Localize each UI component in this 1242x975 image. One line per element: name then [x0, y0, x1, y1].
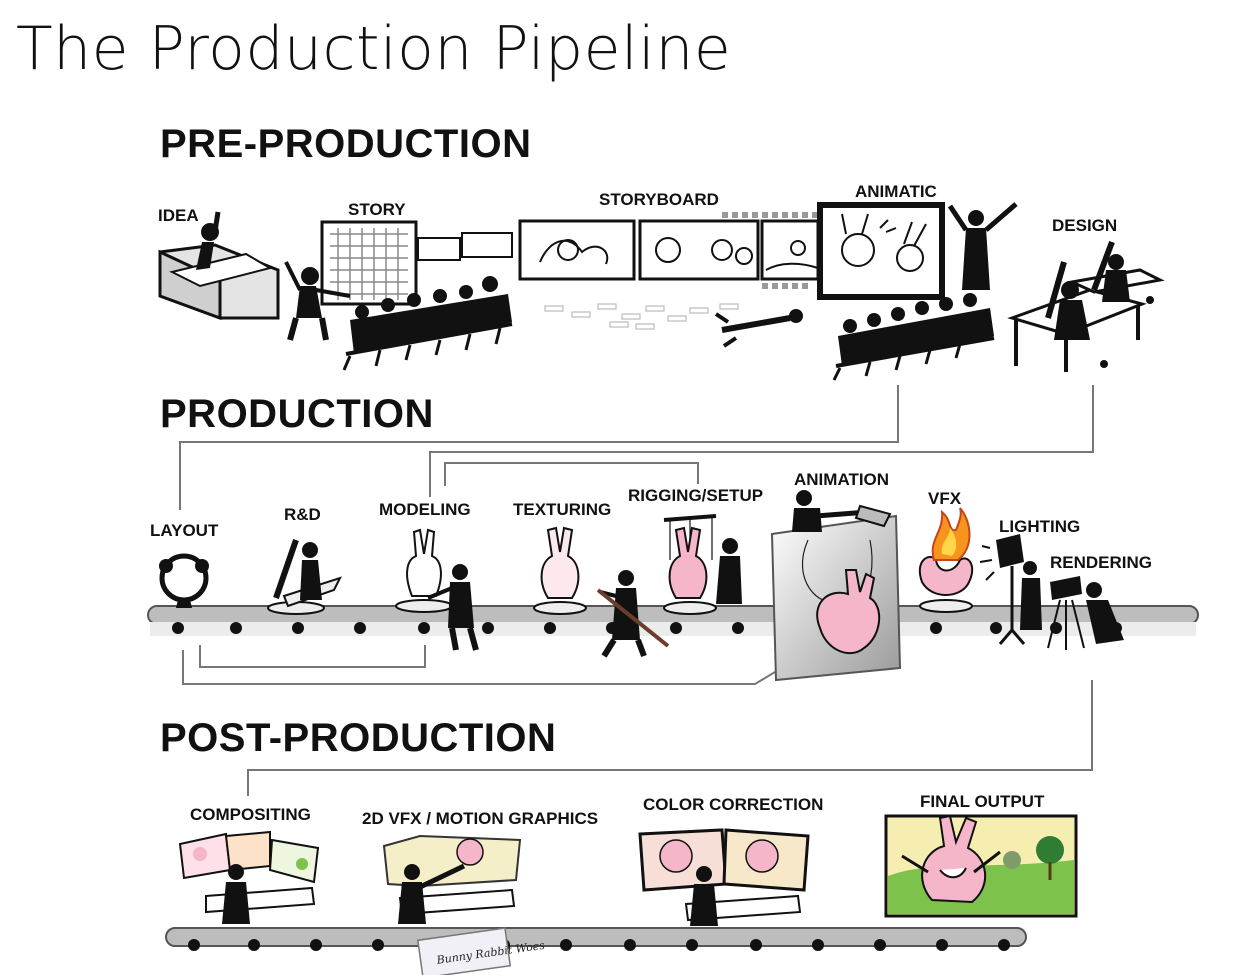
stage-final-output: FINAL OUTPUT	[920, 792, 1045, 811]
post-conveyor	[165, 927, 1027, 951]
rnd-station	[267, 539, 342, 615]
stage-animatic: ANIMATIC	[855, 182, 937, 201]
stage-story: STORY	[348, 200, 406, 219]
animatic-audience	[832, 293, 995, 381]
stage-2d-vfx-motion-graphics: 2D VFX / MOTION GRAPHICS	[362, 809, 599, 828]
stage-rendering: RENDERING	[1050, 553, 1153, 572]
section-post-production: POST-PRODUCTION	[160, 716, 557, 760]
motion-graphics-station: Bunny Rabbit Woes	[382, 834, 546, 975]
stage-modeling: MODELING	[379, 500, 471, 519]
stage-texturing: TEXTURING	[513, 500, 612, 519]
stage-animation: ANIMATION	[794, 470, 890, 489]
modeling-station	[395, 528, 479, 651]
stage-rnd: R&D	[284, 505, 321, 524]
rendering-station	[1047, 576, 1124, 650]
page-title: The Production Pipeline	[16, 14, 732, 84]
final-output-frame	[884, 814, 1078, 918]
animation-screen	[770, 490, 902, 682]
section-pre-production: PRE-PRODUCTION	[160, 122, 532, 166]
story-audience	[342, 276, 513, 371]
animatic-screen	[714, 202, 1018, 348]
stage-lighting: LIGHTING	[999, 517, 1081, 536]
lighting-station	[979, 534, 1042, 645]
stage-design: DESIGN	[1052, 216, 1118, 235]
stage-vfx: VFX	[928, 489, 962, 508]
stage-compositing: COMPOSITING	[190, 805, 311, 824]
stage-color-correction: COLOR CORRECTION	[643, 795, 824, 814]
color-correction-station	[638, 828, 810, 926]
rigging-station	[663, 514, 742, 615]
stage-idea: IDEA	[158, 206, 199, 225]
compositing-station	[178, 830, 320, 924]
stage-layout: LAYOUT	[150, 521, 219, 540]
texturing-station	[533, 526, 670, 658]
story-board-illustration	[284, 220, 513, 341]
storyboard-panels	[518, 212, 820, 330]
connector-lines	[179, 385, 1094, 796]
stage-storyboard: STORYBOARD	[599, 190, 719, 209]
idea-bed-illustration	[158, 211, 280, 321]
stage-rigging-setup: RIGGING/SETUP	[628, 486, 764, 505]
design-desk-illustration	[1007, 240, 1165, 372]
section-production: PRODUCTION	[160, 392, 434, 436]
vfx-station	[918, 507, 974, 613]
layout-camera	[159, 553, 209, 608]
